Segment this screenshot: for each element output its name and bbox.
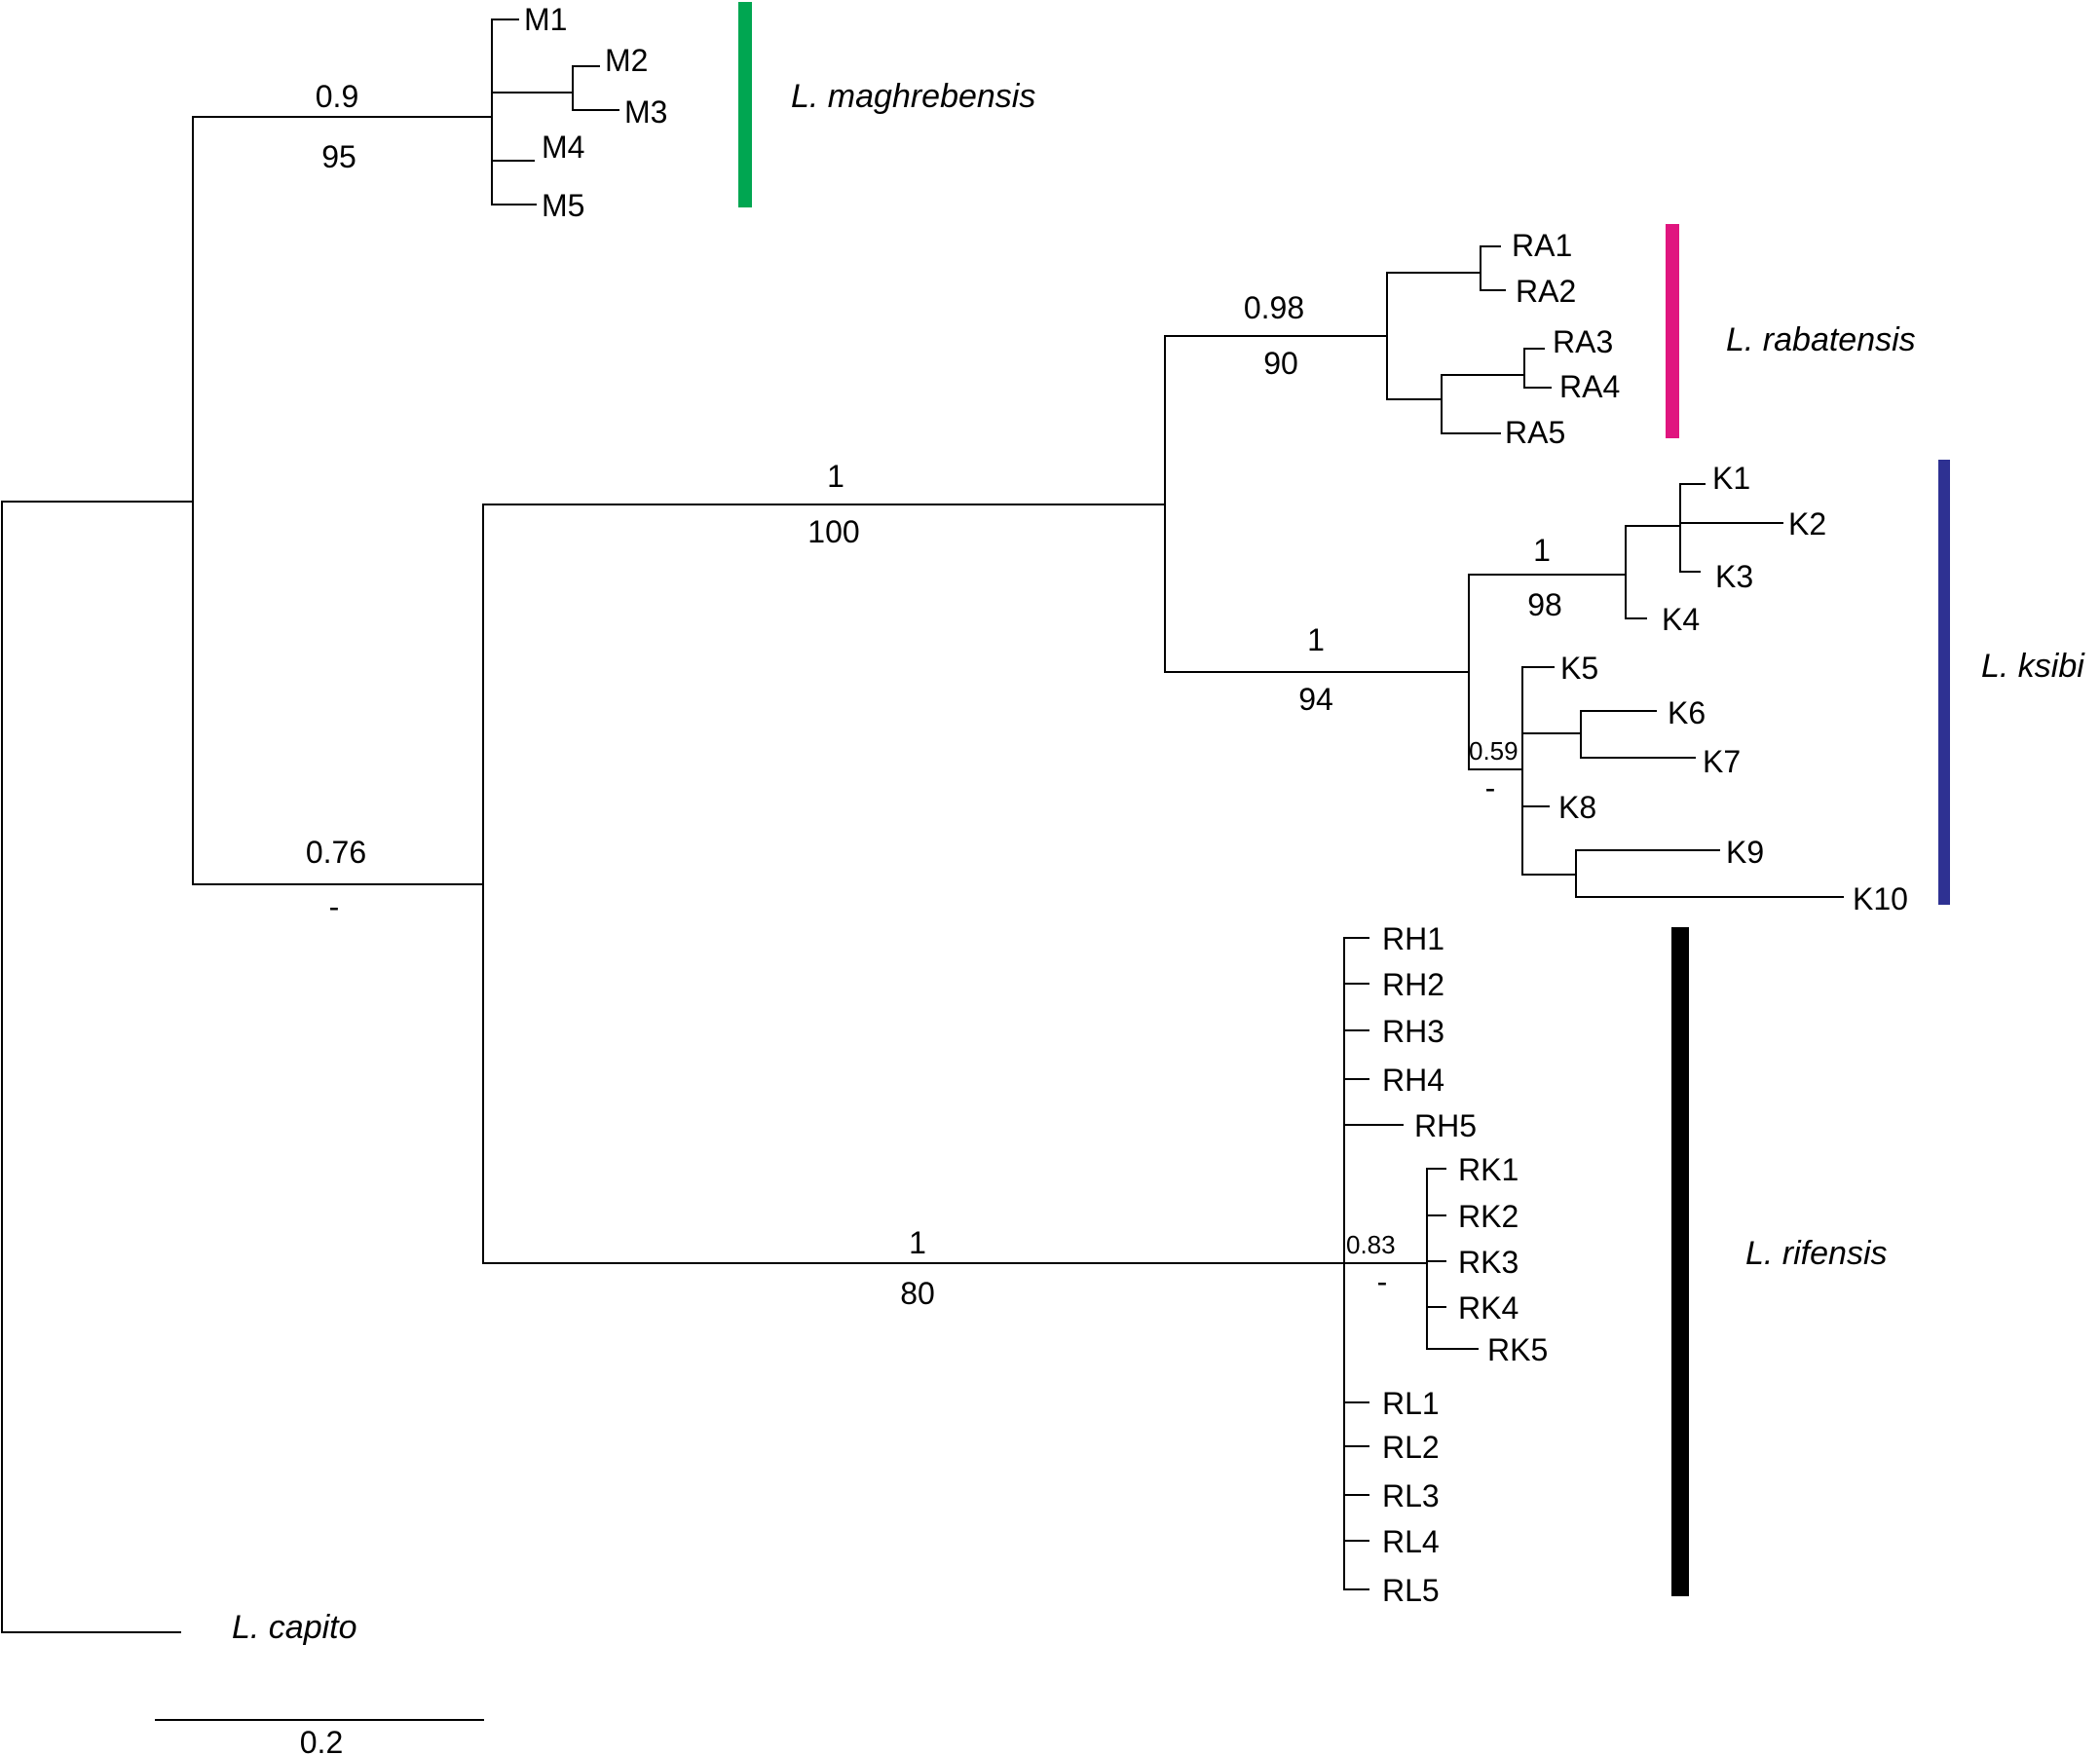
tip-label: RA2: [1516, 274, 1576, 309]
tip-label: RK1: [1458, 1152, 1519, 1187]
tip-label: RA5: [1505, 415, 1565, 450]
support-bs: -: [329, 889, 340, 924]
species-label: L. rabatensis: [1726, 321, 1916, 358]
tip-label: RK2: [1458, 1199, 1519, 1234]
tip-label: K4: [1662, 602, 1700, 637]
support-bs: -: [1485, 770, 1496, 805]
tip-label: K10: [1853, 881, 1908, 916]
tip-label: RA4: [1559, 369, 1620, 404]
support-pp: 0.98: [1244, 290, 1304, 325]
support-pp: 1: [1533, 533, 1551, 568]
ksibi-clade-branches: [1164, 483, 1844, 898]
tip-label: K6: [1668, 695, 1706, 730]
tip-label: RK3: [1458, 1245, 1519, 1280]
support-bs: 95: [321, 139, 356, 174]
root-branches: [1, 116, 194, 1633]
tip-label: RH3: [1382, 1014, 1444, 1049]
tip-label: RH4: [1382, 1063, 1444, 1098]
species-bar-rabatensis: [1666, 224, 1679, 438]
tip-label: RL2: [1382, 1430, 1440, 1465]
support-pp: 0.83: [1346, 1230, 1396, 1259]
tip-label: M3: [624, 94, 667, 130]
scale-bar-label: 0.2: [300, 1725, 343, 1755]
support-bs: 98: [1527, 587, 1562, 622]
tip-label: M5: [542, 188, 584, 223]
tip-label: RL1: [1382, 1386, 1440, 1421]
outgroup-label: L. capito: [232, 1609, 357, 1646]
support-pp: 1: [827, 459, 844, 494]
tip-label: RA1: [1512, 228, 1572, 263]
tip-label: RH1: [1382, 921, 1444, 956]
species-label: L. maghrebensis: [791, 78, 1035, 115]
tip-label: RL4: [1382, 1524, 1440, 1559]
support-bs: 90: [1263, 346, 1298, 381]
support-pp: 1: [1307, 622, 1325, 657]
tip-label: K2: [1788, 506, 1826, 541]
support-bs: 94: [1298, 682, 1333, 717]
tip-label: RH2: [1382, 967, 1444, 1002]
tip-label: K7: [1703, 744, 1741, 779]
species-bar-ksibi: [1938, 460, 1950, 905]
support-bs: 80: [900, 1276, 935, 1311]
tip-label: K5: [1560, 651, 1598, 686]
tip-label: RA3: [1553, 324, 1613, 359]
species-label: L. ksibi: [1981, 648, 2085, 685]
tip-label: K8: [1558, 790, 1596, 825]
tip-label: RL3: [1382, 1478, 1440, 1513]
support-pp: 0.76: [306, 835, 366, 870]
tip-label: RK5: [1487, 1332, 1548, 1367]
support-bs: -: [1377, 1264, 1388, 1299]
support-bs: 100: [807, 514, 859, 549]
tip-label: K3: [1715, 559, 1753, 594]
rifensis-clade-branches: [1343, 937, 1479, 1590]
species-bar-maghrebensis: [738, 2, 752, 207]
maghrebensis-clade-branches: [192, 19, 619, 205]
tip-label: RK4: [1458, 1290, 1519, 1326]
ingroup-branches: [192, 335, 1345, 1264]
tip-label: M2: [605, 43, 648, 78]
species-bar-rifensis: [1671, 927, 1689, 1596]
tip-label: M1: [524, 2, 567, 37]
tip-label: K9: [1726, 835, 1764, 870]
tip-label: K1: [1712, 461, 1750, 496]
tip-label: RL5: [1382, 1573, 1440, 1608]
support-pp: 1: [909, 1225, 926, 1260]
tip-label: M4: [542, 130, 584, 165]
support-pp: 0.59: [1469, 736, 1519, 765]
rabatensis-clade-branches: [1164, 245, 1552, 434]
tip-label: RH5: [1414, 1108, 1477, 1143]
support-pp: 0.9: [316, 79, 358, 114]
species-label: L. rifensis: [1745, 1235, 1888, 1272]
